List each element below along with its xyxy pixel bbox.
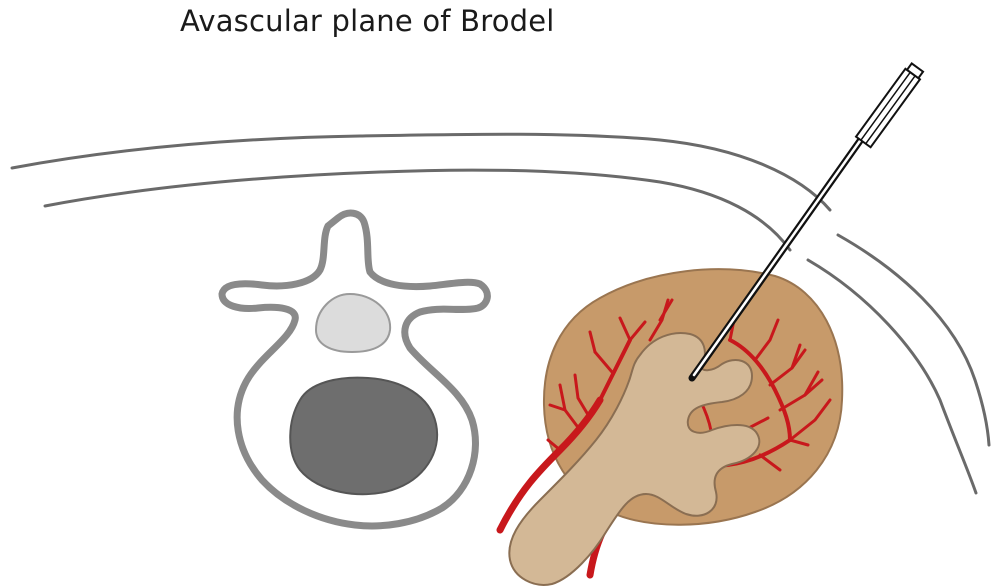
flank-outer-line xyxy=(838,235,989,445)
skin-inner-line xyxy=(45,170,790,250)
kidney xyxy=(500,269,842,585)
needle-hub xyxy=(856,62,925,147)
vertebra xyxy=(222,213,487,526)
vertebral-body xyxy=(290,378,437,495)
body-wall-lines xyxy=(12,134,989,493)
